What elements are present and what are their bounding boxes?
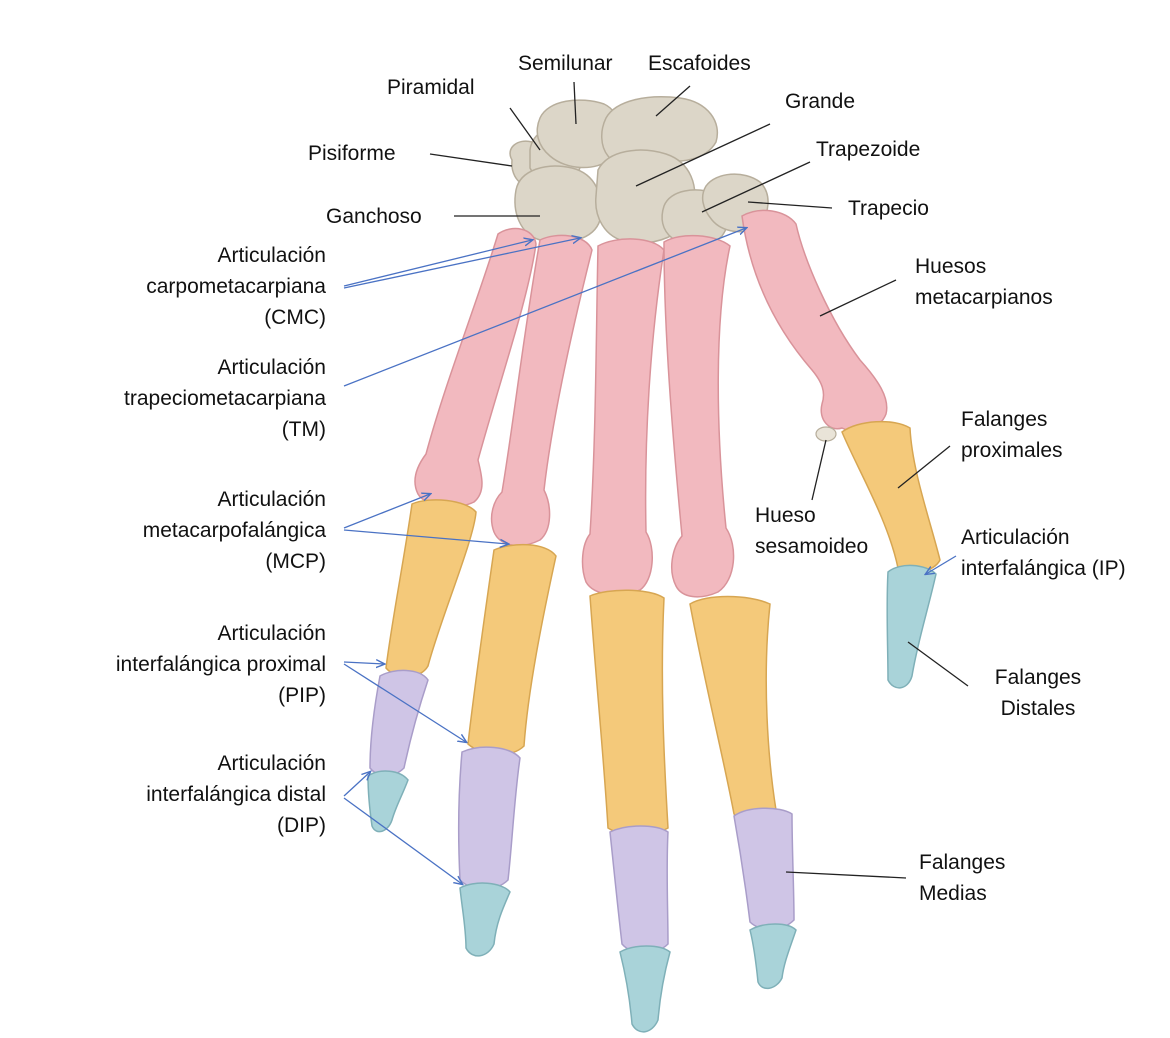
label-distales: Falanges Distales (968, 662, 1108, 724)
label-dip-line2: interfalángica distal (146, 779, 326, 810)
label-medias-line1: Falanges (919, 847, 1005, 878)
proximal-phalanx-5 (386, 500, 476, 677)
label-sesamoideo-line1: Hueso (755, 500, 868, 531)
label-metacarpianos: Huesos metacarpianos (915, 251, 1053, 313)
leader-metacarpianos (820, 280, 896, 316)
middle-phalanx-4 (459, 747, 520, 889)
distal-phalanx-1 (887, 565, 936, 687)
label-metacarpianos-line1: Huesos (915, 251, 1053, 282)
label-pip-line1: Articulación (116, 618, 326, 649)
label-pip-line2: interfalángica proximal (116, 649, 326, 680)
proximal-phalanx-2 (690, 597, 776, 820)
leader-medias (786, 872, 906, 878)
proximal-phalanx-3 (590, 590, 668, 835)
label-ganchoso: Ganchoso (326, 201, 422, 232)
distal-phalanx-2 (750, 924, 796, 988)
label-distales-line2: Distales (968, 693, 1108, 724)
distal-phalanx-5 (368, 771, 408, 832)
label-piramidal: Piramidal (387, 72, 475, 103)
label-cmc-line3: (CMC) (146, 302, 326, 333)
label-dip: Articulación interfalángica distal (DIP) (146, 748, 326, 841)
arrow-pip-1 (344, 662, 384, 664)
carpal-bones (510, 97, 768, 245)
metacarpal-2 (664, 236, 734, 597)
proximal-phalanx-4 (468, 545, 556, 755)
label-ip-line2: interfalángica (IP) (961, 553, 1126, 584)
label-proximales-line2: proximales (961, 435, 1063, 466)
middle-phalanx-2 (734, 808, 794, 929)
label-cmc: Articulación carpometacarpiana (CMC) (146, 240, 326, 333)
label-cmc-line2: carpometacarpiana (146, 271, 326, 302)
label-trapecio: Trapecio (848, 193, 929, 224)
middle-phalanx-3 (610, 826, 668, 953)
label-tm-line3: (TM) (124, 414, 326, 445)
label-medias: Falanges Medias (919, 847, 1005, 909)
label-mcp-line3: (MCP) (143, 546, 326, 577)
label-mcp: Articulación metacarpofalángica (MCP) (143, 484, 326, 577)
label-ip: Articulación interfalángica (IP) (961, 522, 1126, 584)
label-tm-line2: trapeciometacarpiana (124, 383, 326, 414)
distal-phalanx-3 (620, 946, 670, 1032)
label-mcp-line2: metacarpofalángica (143, 515, 326, 546)
label-tm: Articulación trapeciometacarpiana (TM) (124, 352, 326, 445)
arrow-dip-1 (344, 772, 370, 796)
label-escafoides: Escafoides (648, 48, 751, 79)
label-pisiforme: Pisiforme (308, 138, 396, 169)
arrow-dip-2 (344, 798, 462, 884)
label-medias-line2: Medias (919, 878, 1005, 909)
label-tm-line1: Articulación (124, 352, 326, 383)
metacarpal-3 (583, 239, 664, 595)
label-proximales-line1: Falanges (961, 404, 1063, 435)
label-proximales: Falanges proximales (961, 404, 1063, 466)
leader-sesamoideo (812, 440, 826, 500)
label-sesamoideo-line2: sesamoideo (755, 531, 868, 562)
label-dip-line3: (DIP) (146, 810, 326, 841)
label-distales-line1: Falanges (968, 662, 1108, 693)
label-sesamoideo: Hueso sesamoideo (755, 500, 868, 562)
label-pip: Articulación interfalángica proximal (PI… (116, 618, 326, 711)
metacarpal-1 (742, 210, 887, 431)
label-trapezoide: Trapezoide (816, 134, 920, 165)
label-metacarpianos-line2: metacarpianos (915, 282, 1053, 313)
sesamoid-bone (816, 427, 836, 441)
label-mcp-line1: Articulación (143, 484, 326, 515)
label-grande: Grande (785, 86, 855, 117)
distal-phalanx-4 (460, 883, 510, 956)
label-semilunar: Semilunar (518, 48, 613, 79)
label-cmc-line1: Articulación (146, 240, 326, 271)
label-ip-line1: Articulación (961, 522, 1126, 553)
label-pip-line3: (PIP) (116, 680, 326, 711)
label-dip-line1: Articulación (146, 748, 326, 779)
leader-distales (908, 642, 968, 686)
leader-pisiforme (430, 154, 512, 166)
